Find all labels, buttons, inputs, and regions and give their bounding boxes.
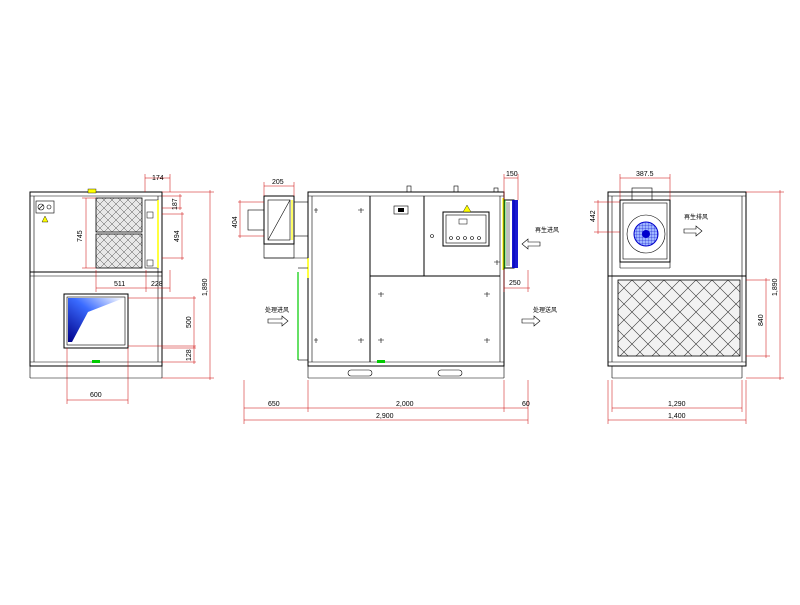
rear-filter <box>617 279 741 357</box>
dim-442: 442 <box>590 210 597 222</box>
arrow-left-inlet <box>267 315 289 327</box>
dim-205: 205 <box>272 179 284 186</box>
side-view: 处理进风 再生进风 处理送风 205 404 150 250 650 2, <box>232 171 559 424</box>
lower-filter <box>95 233 143 269</box>
dim-745: 745 <box>77 230 84 242</box>
dim-387-5: 387.5 <box>636 171 654 178</box>
control-panel <box>35 200 55 214</box>
dim-150: 150 <box>506 171 518 178</box>
rear-view: 再生排风 387.5 442 840 1,890 1,290 1,400 <box>590 171 784 424</box>
dim-600: 600 <box>90 392 102 399</box>
upper-filter <box>95 197 143 233</box>
dim-1890-front: 1,890 <box>202 278 209 296</box>
dim-174: 174 <box>152 175 164 182</box>
arrow-fan-outlet <box>683 225 703 237</box>
outlet-gradient <box>68 298 124 342</box>
id-plate <box>393 205 409 215</box>
green-indicator <box>377 360 385 363</box>
dim-187: 187 <box>172 198 179 210</box>
dim-60: 60 <box>522 401 530 408</box>
arrow-right-upper <box>521 238 541 250</box>
dim-2000: 2,000 <box>396 401 414 408</box>
rear-fan <box>619 187 671 269</box>
dim-1290: 1,290 <box>668 401 686 408</box>
warning-triangle-icon <box>41 215 49 223</box>
label-fan-outlet: 再生排风 <box>684 213 708 221</box>
dim-228: 228 <box>151 281 163 288</box>
label-right-lower: 处理送风 <box>533 306 557 314</box>
dim-1890-rear: 1,890 <box>772 278 779 296</box>
dim-840: 840 <box>758 314 765 326</box>
dim-494: 494 <box>174 230 181 242</box>
regen-fan <box>247 195 308 259</box>
front-view: 174 187 745 494 511 228 1,890 500 128 <box>29 174 214 404</box>
warning-triangle-icon <box>462 204 472 213</box>
label-left-inlet: 处理进风 <box>265 306 289 314</box>
front-outlet <box>63 293 129 349</box>
dim-128: 128 <box>186 349 193 361</box>
dim-650: 650 <box>268 401 280 408</box>
dim-1400: 1,400 <box>668 413 686 420</box>
green-indicator <box>92 360 100 363</box>
arrow-right-lower <box>521 315 541 327</box>
dim-2900: 2,900 <box>376 413 394 420</box>
dim-250: 250 <box>509 280 521 287</box>
rear-cabinet <box>607 191 747 367</box>
dim-404: 404 <box>232 216 239 228</box>
yellow-indicator <box>87 188 97 194</box>
dim-511: 511 <box>114 281 125 288</box>
dim-500: 500 <box>186 316 193 328</box>
label-right-upper: 再生进风 <box>535 226 559 234</box>
